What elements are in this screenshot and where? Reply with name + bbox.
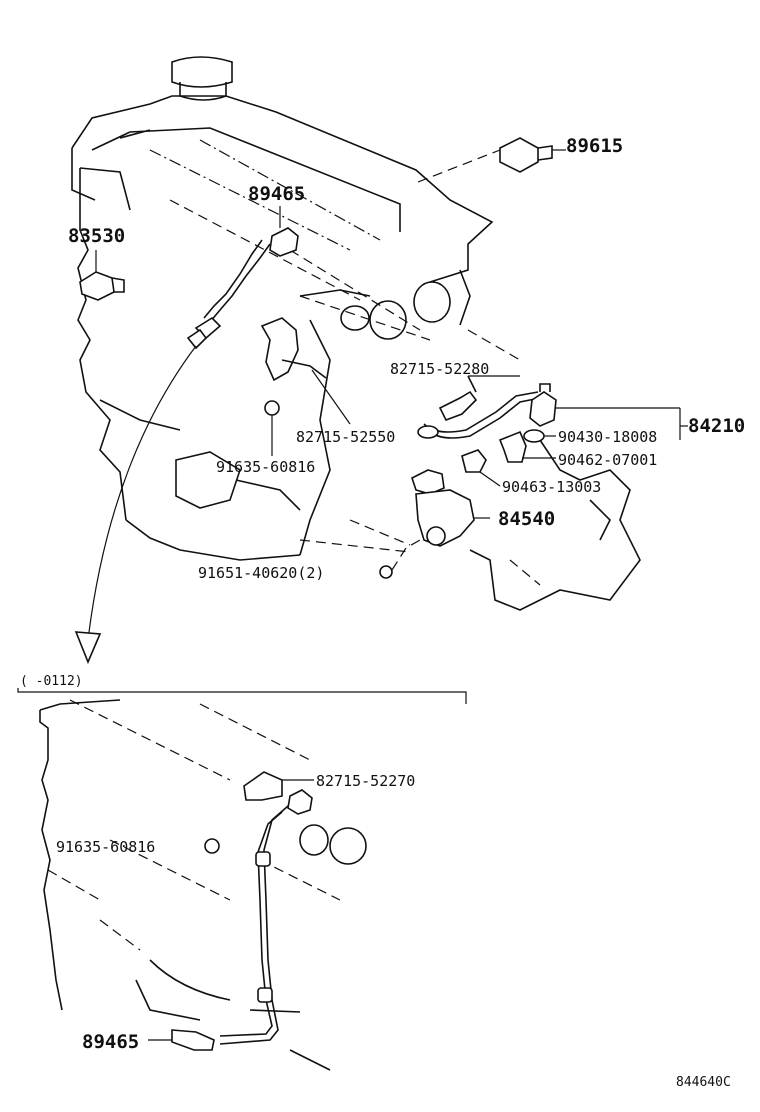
label-91635-60816-bottom: 91635-60816 [56, 838, 155, 856]
label-89465-bottom: 89465 [82, 1031, 139, 1053]
label-84540: 84540 [498, 508, 555, 530]
part-91635-60816-bolt-bottom [204, 838, 220, 854]
label-82715-52270: 82715-52270 [316, 772, 415, 790]
part-82715-52270-bracket [243, 771, 314, 801]
label-90463-13003: 90463-13003 [502, 478, 601, 496]
label-82715-52550: 82715-52550 [296, 428, 395, 446]
hidden-lines-bottom [47, 699, 341, 951]
label-90462-07001: 90462-07001 [558, 451, 657, 469]
label-83530: 83530 [68, 225, 125, 247]
label-91651-40620: 91651-40620(2) [198, 564, 324, 582]
part-84210-switch [529, 383, 688, 440]
label-89465-top: 89465 [248, 183, 305, 205]
part-91635-60816-bolt-top [264, 400, 280, 456]
hidden-lines-top [149, 139, 541, 586]
section-divider [17, 688, 467, 704]
part-83530-switch [79, 250, 125, 301]
engine-block-top [71, 56, 641, 611]
label-89615: 89615 [566, 135, 623, 157]
figure-code: 844640C [676, 1075, 731, 1090]
part-89615-sensor [499, 137, 566, 173]
part-90430-18008-gasket [523, 429, 556, 443]
part-82715-52280-bracket [417, 375, 541, 439]
part-91651-40620-bolt [379, 539, 421, 579]
label-91635-60816-top: 91635-60816 [216, 458, 315, 476]
engine-block-bottom [39, 699, 367, 1071]
part-84540-switch [411, 469, 490, 547]
part-82715-52550-bracket [260, 317, 351, 425]
part-90462-07001-clamp [498, 430, 556, 463]
part-89465-top-sensor [186, 206, 299, 350]
part-90463-13003-clip [461, 449, 501, 487]
label-82715-52280: 82715-52280 [390, 360, 489, 378]
label-84210: 84210 [688, 415, 745, 437]
reference-arrow [74, 345, 197, 665]
label-90430-18008: 90430-18008 [558, 428, 657, 446]
section-note: ( -0112) [20, 674, 83, 689]
part-89465-bottom-sensor [148, 789, 313, 1051]
